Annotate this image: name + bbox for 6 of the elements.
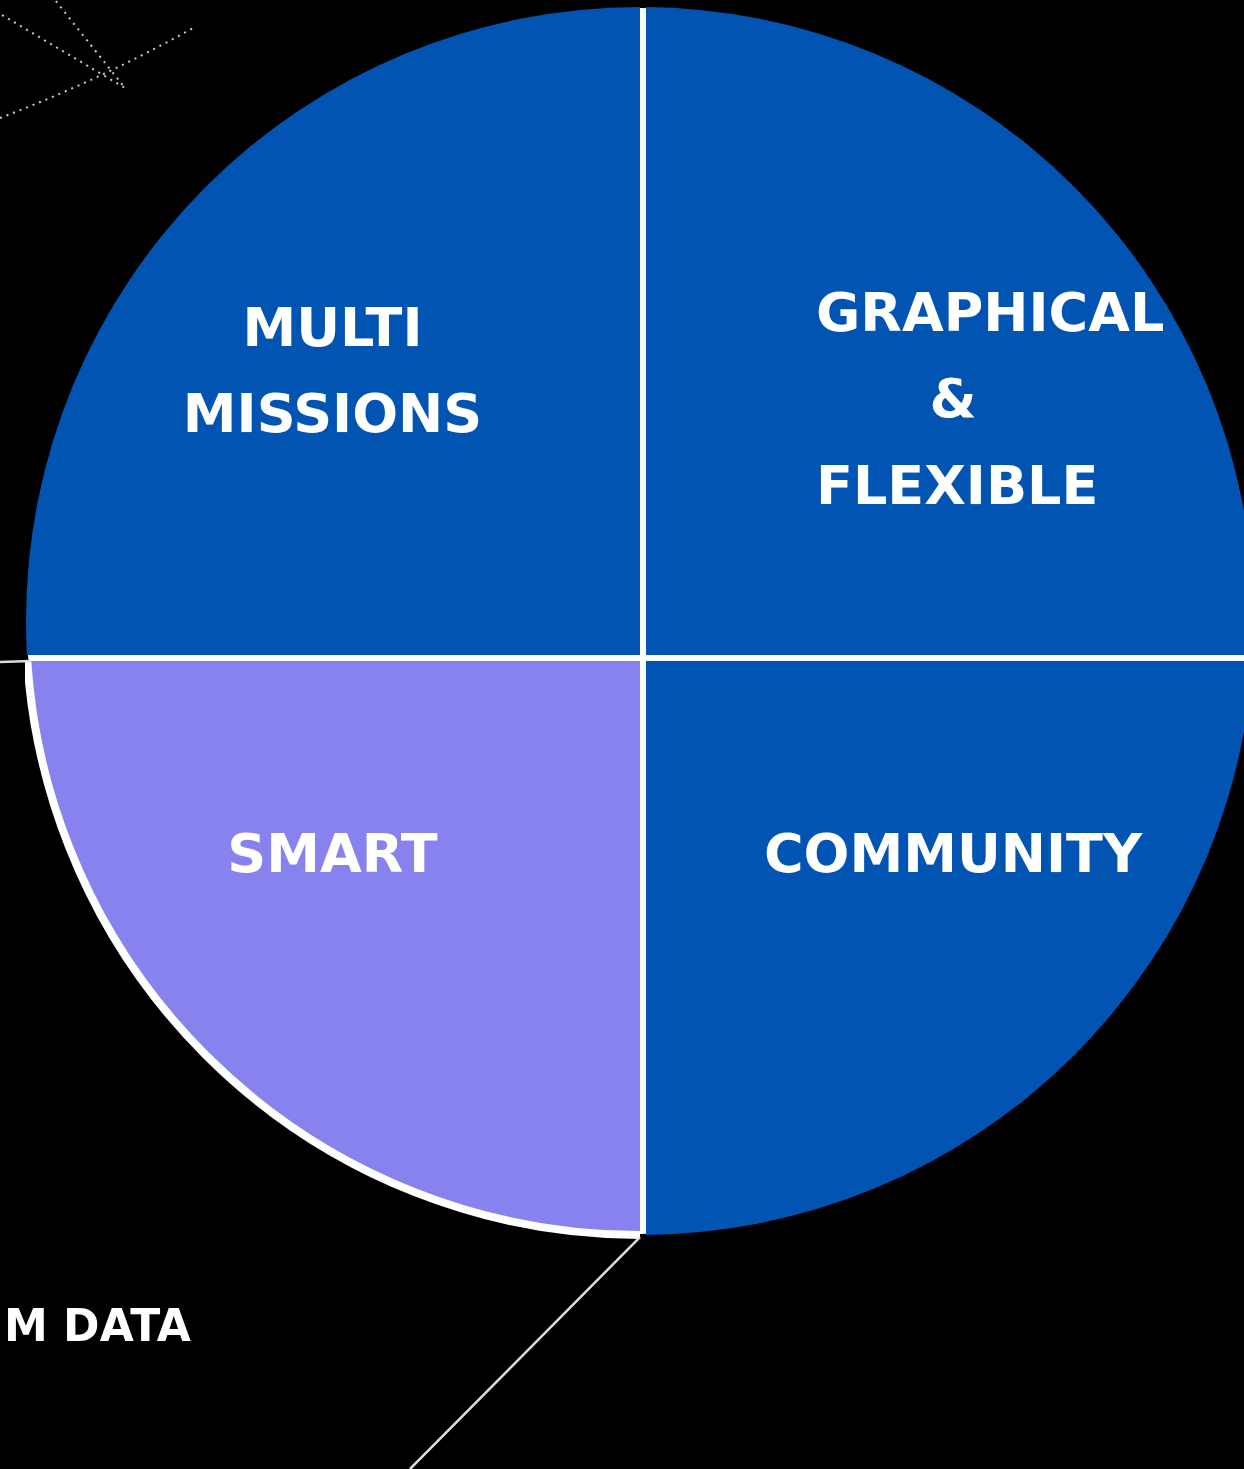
segment-label: COMMUNITY: [762, 821, 1144, 887]
heading-text: M DATA: [4, 1300, 191, 1351]
segment-label: MULTI MISSIONS: [181, 295, 484, 448]
leader-line: [409, 1236, 641, 1469]
segment-label: GRAPHICAL & FLEXIBLE: [815, 280, 1166, 519]
segment-label: SMART: [226, 821, 439, 887]
